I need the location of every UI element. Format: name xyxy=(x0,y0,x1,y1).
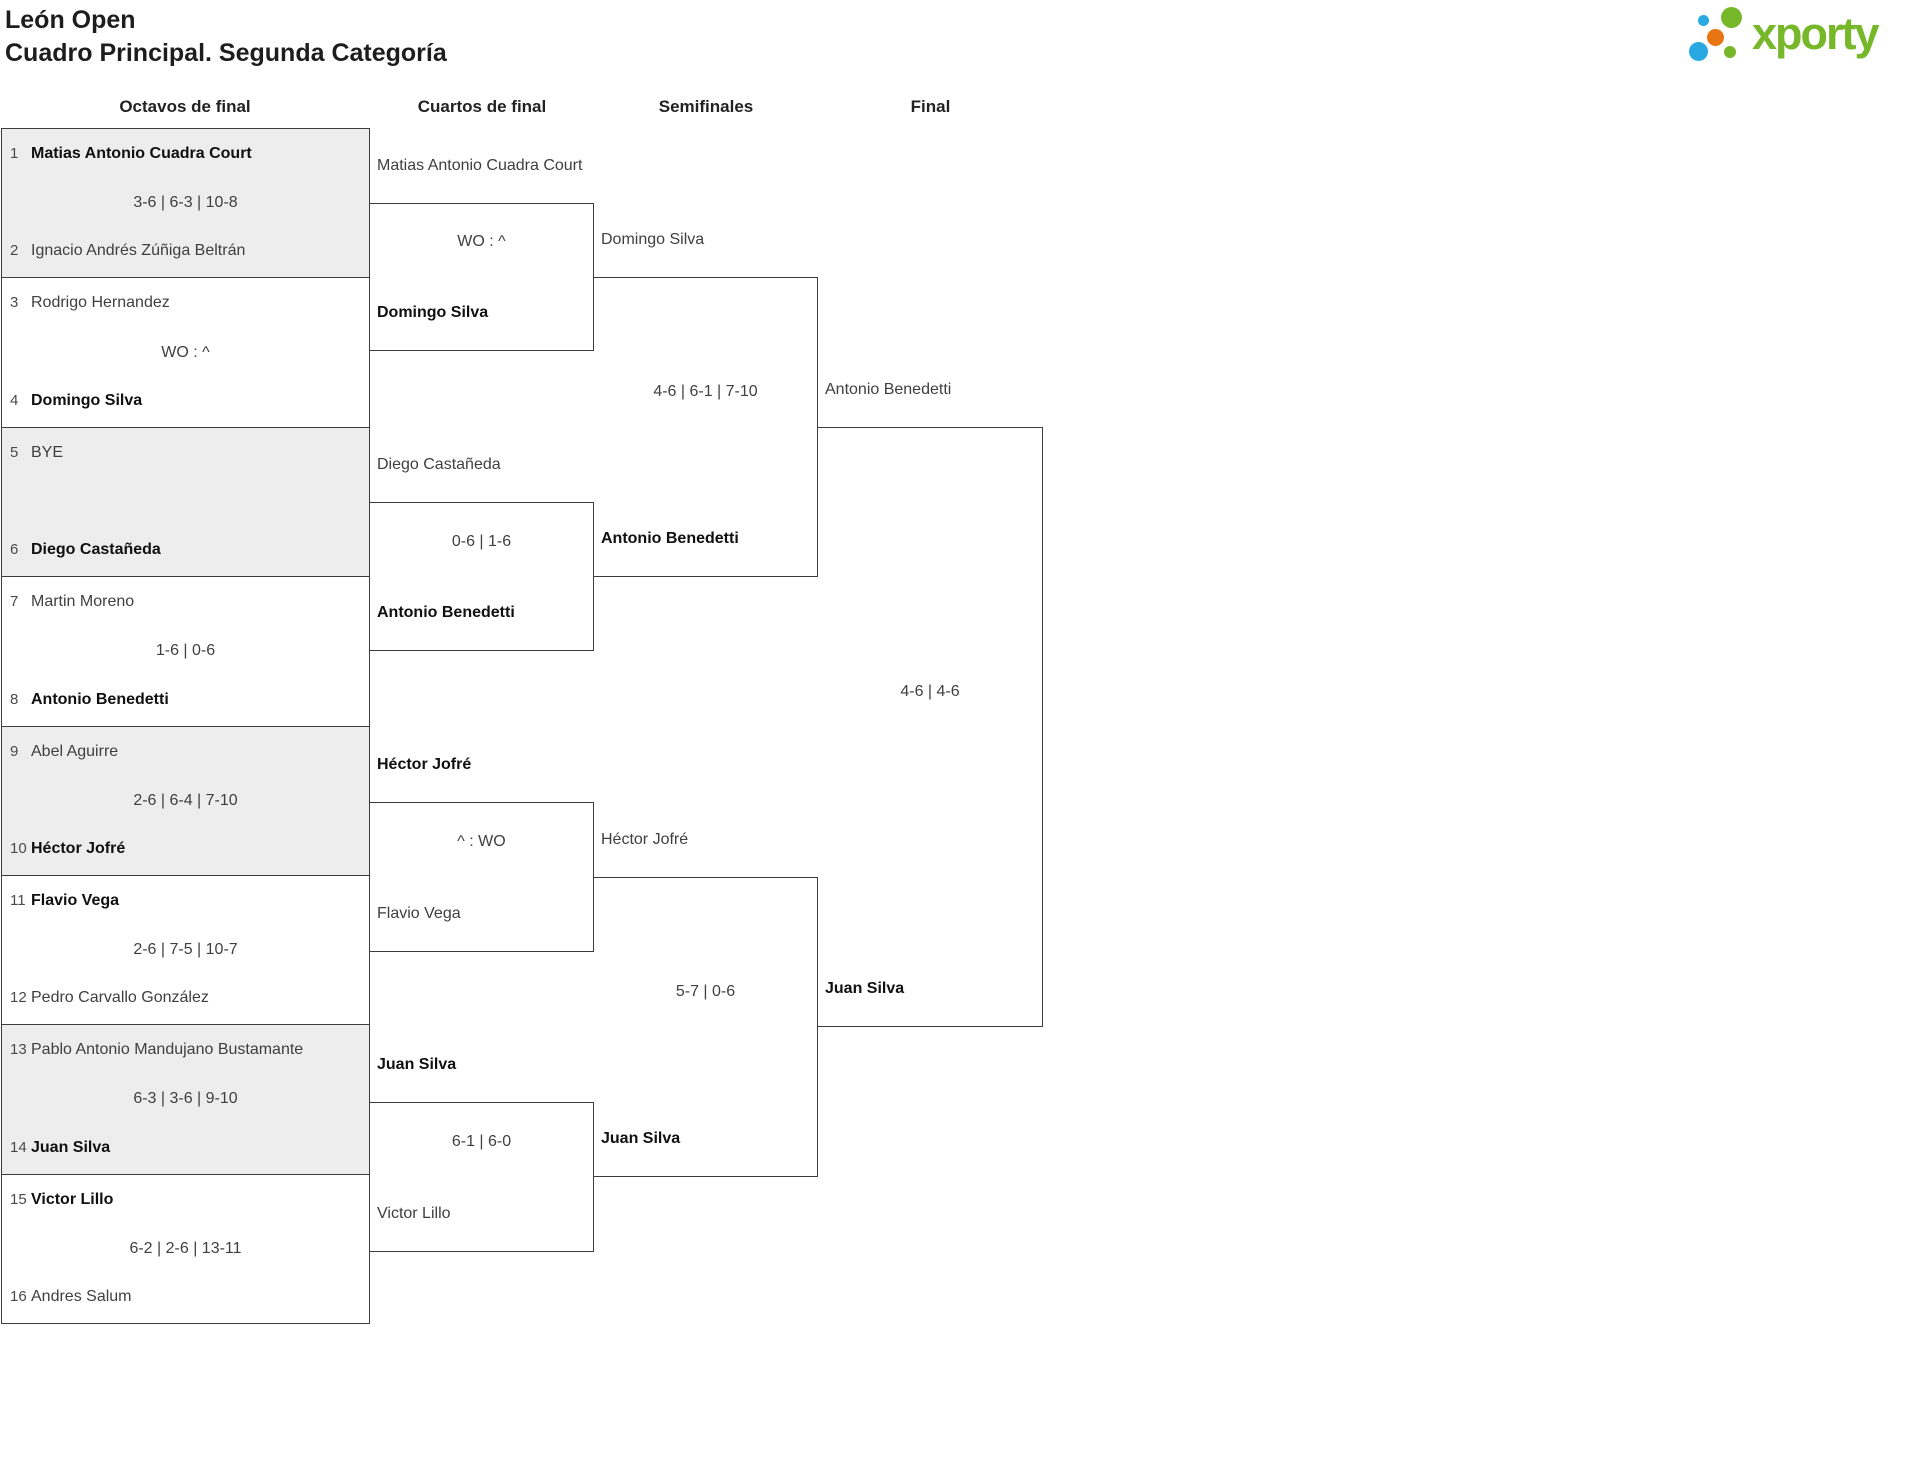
seed-number: 2 xyxy=(10,242,19,260)
match-qf-2: Diego Castañeda 0-6 | 1-6 Antonio Benede… xyxy=(370,454,594,651)
match-score: WO : ^ xyxy=(457,233,506,250)
player-name: Antonio Benedetti xyxy=(377,604,515,621)
match-score: WO : ^ xyxy=(161,343,210,361)
player-name: Matias Antonio Cuadra Court xyxy=(377,157,583,174)
page-title-block: León Open Cuadro Principal. Segunda Cate… xyxy=(5,4,447,70)
seed-number: 1 xyxy=(10,145,19,162)
player-name: Antonio Benedetti xyxy=(601,530,739,547)
match-score: 0-6 | 1-6 xyxy=(451,532,512,550)
match-qf-4: Juan Silva 6-1 | 6-0 Victor Lillo xyxy=(370,1054,594,1252)
match-score: 6-1 | 6-0 xyxy=(451,1133,512,1150)
player-name: Diego Castañeda xyxy=(31,541,161,559)
match-score xyxy=(2,491,369,513)
seed-number: 6 xyxy=(10,541,19,559)
seed-number: 11 xyxy=(10,891,26,909)
player-name: Juan Silva xyxy=(825,980,905,997)
match-sf-2: Héctor Jofré 5-7 | 0-6 Juan Silva xyxy=(594,829,818,1177)
player-name: Rodrigo Hernandez xyxy=(31,294,170,312)
logo-wordmark: xporty xyxy=(1752,8,1880,59)
player-name: Juan Silva xyxy=(31,1138,111,1156)
player-name: Martin Moreno xyxy=(31,593,135,611)
player-name: Antonio Benedetti xyxy=(31,690,169,708)
seed-number: 7 xyxy=(10,593,19,611)
seed-number: 9 xyxy=(10,742,19,760)
match-score: 1-6 | 0-6 xyxy=(155,642,216,660)
seed-number: 4 xyxy=(10,391,19,409)
seed-number: 14 xyxy=(10,1138,27,1156)
seed-number: 3 xyxy=(10,294,19,312)
player-name: Flavio Vega xyxy=(31,891,120,909)
player-name: Andres Salum xyxy=(31,1288,132,1305)
match-r16-3: 5 BYE 6 Diego Castañeda xyxy=(2,427,369,578)
seed-number: 12 xyxy=(10,989,27,1007)
round-header-semifinales: Semifinales xyxy=(658,97,754,116)
xporty-logo[interactable]: xporty xyxy=(1688,4,1910,68)
player-name: Flavio Vega xyxy=(377,905,461,922)
seed-number: 13 xyxy=(10,1041,27,1059)
player-name: Victor Lillo xyxy=(31,1190,114,1208)
logo-dot-icon xyxy=(1698,15,1709,26)
match-score: 4-6 | 6-1 | 7-10 xyxy=(653,383,758,400)
logo-dot-icon xyxy=(1689,42,1708,61)
round-header-final: Final xyxy=(910,97,951,116)
seed-number: 8 xyxy=(10,690,19,708)
match-score: 6-3 | 3-6 | 9-10 xyxy=(133,1090,238,1108)
player-name: Héctor Jofré xyxy=(377,756,472,773)
match-final: Antonio Benedetti 4-6 | 4-6 Juan Silva xyxy=(818,379,1043,1027)
bracket-subtitle: Cuadro Principal. Segunda Categoría xyxy=(5,39,447,67)
player-name: Abel Aguirre xyxy=(31,742,119,760)
round-header-cuartos: Cuartos de final xyxy=(417,97,547,116)
player-name: Héctor Jofré xyxy=(31,839,126,857)
match-score: 5-7 | 0-6 xyxy=(675,983,736,1000)
round-of-16-column: 1 Matias Antonio Cuadra Court 3-6 | 6-3 |… xyxy=(1,128,370,1324)
player-name: Domingo Silva xyxy=(601,231,705,248)
seed-number: 5 xyxy=(10,443,19,461)
player-name: Juan Silva xyxy=(377,1056,457,1073)
seed-number: 15 xyxy=(10,1190,27,1208)
tournament-title: León Open xyxy=(5,6,136,34)
match-score: ^ : WO xyxy=(457,833,506,850)
player-name: Domingo Silva xyxy=(377,304,489,321)
player-name: Juan Silva xyxy=(601,1130,681,1147)
player-name: Héctor Jofré xyxy=(601,831,689,848)
player-name: Ignacio Andrés Zúñiga Beltrán xyxy=(31,242,246,260)
match-r16-1: 1 Matias Antonio Cuadra Court 3-6 | 6-3 |… xyxy=(2,129,369,279)
match-sf-1: Domingo Silva 4-6 | 6-1 | 7-10 Antonio B… xyxy=(594,229,818,577)
round-header-octavos: Octavos de final xyxy=(119,97,251,116)
match-score: 2-6 | 7-5 | 10-7 xyxy=(133,941,238,959)
logo-dot-icon xyxy=(1707,29,1724,46)
player-name: Pablo Antonio Mandujano Bustamante xyxy=(31,1041,304,1059)
match-score: 3-6 | 6-3 | 10-8 xyxy=(133,194,238,212)
logo-dot-icon xyxy=(1721,7,1742,28)
seed-number: 16 xyxy=(10,1288,27,1305)
match-r16-4: 7 Martin Moreno 1-6 | 0-6 8 Antonio Benede… xyxy=(2,577,369,727)
match-score: 6-2 | 2-6 | 13-11 xyxy=(129,1239,242,1257)
seed-number: 10 xyxy=(10,839,27,857)
player-name: Matias Antonio Cuadra Court xyxy=(31,145,252,162)
logo-dot-icon xyxy=(1724,46,1736,58)
player-name: Victor Lillo xyxy=(377,1205,451,1222)
match-r16-2: 3 Rodrigo Hernandez WO : ^ 4 Domingo Silva xyxy=(2,278,369,428)
player-name: Domingo Silva xyxy=(31,391,143,409)
player-name: BYE xyxy=(31,443,64,461)
match-qf-1: Matias Antonio Cuadra Court WO : ^ Domin… xyxy=(370,155,594,351)
match-score: 4-6 | 4-6 xyxy=(900,683,960,700)
player-name: Diego Castañeda xyxy=(377,456,501,473)
match-qf-3: Héctor Jofré ^ : WO Flavio Vega xyxy=(370,754,594,952)
player-name: Pedro Carvallo González xyxy=(31,989,209,1007)
match-score: 2-6 | 6-4 | 7-10 xyxy=(133,791,238,809)
player-name: Antonio Benedetti xyxy=(825,381,952,398)
